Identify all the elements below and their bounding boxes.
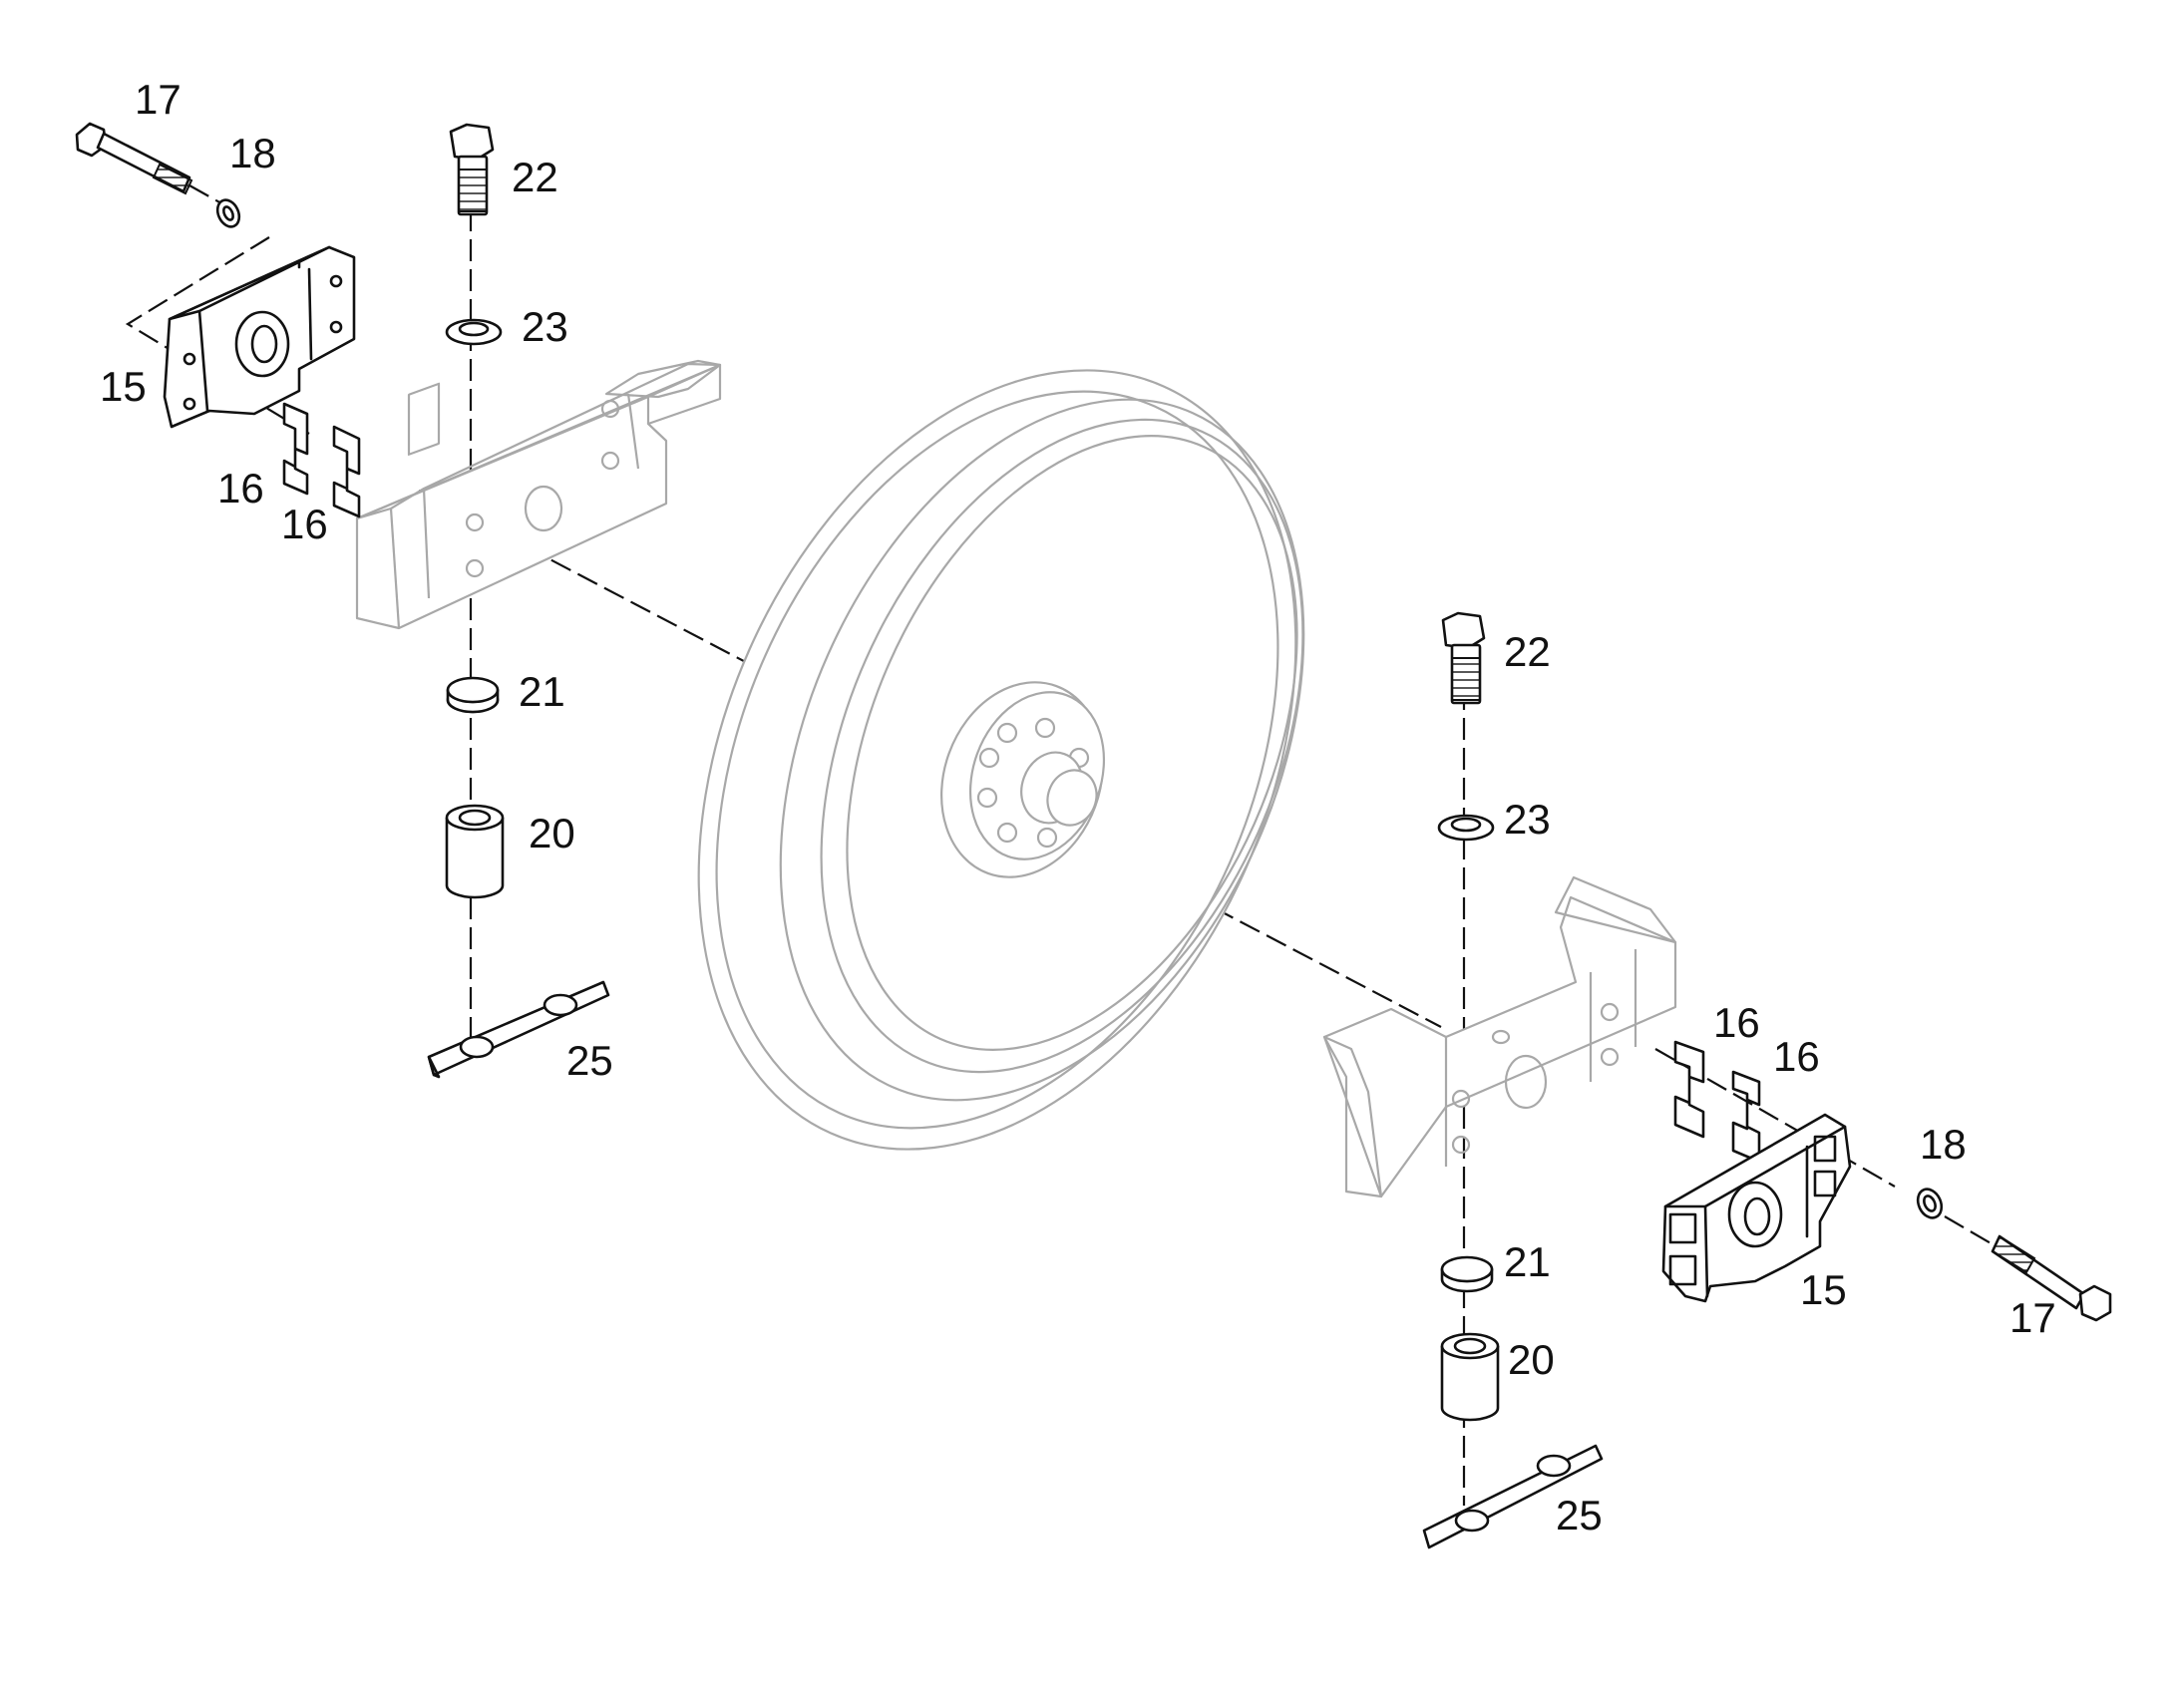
callout-22-right: 22 <box>1504 628 1551 675</box>
callout-25-right: 25 <box>1556 1492 1603 1538</box>
left-shim-1 <box>282 402 309 496</box>
callout-15-left: 15 <box>100 363 147 410</box>
right-flat-washer <box>1437 814 1495 842</box>
left-base-plate <box>427 980 610 1079</box>
callout-18-right: 18 <box>1920 1121 1967 1168</box>
callout-18-left: 18 <box>229 130 276 176</box>
left-hex-bolt <box>449 123 495 216</box>
idler-wheel <box>697 369 1305 1151</box>
callout-16b-left: 16 <box>281 501 328 547</box>
callout-16a-right: 16 <box>1713 999 1760 1046</box>
right-hex-bolt <box>1441 611 1486 705</box>
callout-17-left: 17 <box>135 76 182 123</box>
callout-23-right: 23 <box>1504 796 1551 843</box>
right-shim-2 <box>1731 1070 1761 1164</box>
right-yoke-bracket <box>1322 875 1677 1198</box>
callout-16a-left: 16 <box>217 465 264 512</box>
callout-15-right: 15 <box>1800 1266 1847 1313</box>
left-washer <box>215 198 241 228</box>
left-plug <box>446 676 500 714</box>
right-shim-1 <box>1673 1040 1705 1139</box>
right-base-plate <box>1422 1444 1604 1549</box>
left-long-bolt <box>75 122 193 195</box>
callout-20-right: 20 <box>1508 1336 1555 1383</box>
callout-23-left: 23 <box>522 303 568 350</box>
right-guide-plate <box>1661 1113 1852 1303</box>
left-bushing <box>445 804 505 899</box>
left-flat-washer <box>445 318 503 346</box>
right-long-bolt <box>1991 1234 2112 1322</box>
right-bushing <box>1440 1332 1500 1422</box>
callout-17-right: 17 <box>2009 1294 2056 1341</box>
left-guide-plate <box>163 245 356 429</box>
wheel-hub <box>940 681 1106 878</box>
callout-21-right: 21 <box>1504 1238 1551 1285</box>
callouts-left: 17 18 15 16 16 22 23 21 20 25 <box>100 76 613 1084</box>
callout-20-left: 20 <box>529 810 575 856</box>
right-washer <box>1916 1188 1944 1219</box>
callout-16b-right: 16 <box>1773 1033 1820 1080</box>
callout-21-left: 21 <box>519 668 565 715</box>
callout-25-left: 25 <box>566 1037 613 1084</box>
callouts-right: 22 23 16 16 18 15 17 21 20 25 <box>1504 628 2056 1538</box>
callout-22-left: 22 <box>512 154 558 200</box>
left-shim-2 <box>332 425 361 518</box>
left-yoke-bracket <box>355 359 722 630</box>
right-plug <box>1440 1255 1494 1293</box>
